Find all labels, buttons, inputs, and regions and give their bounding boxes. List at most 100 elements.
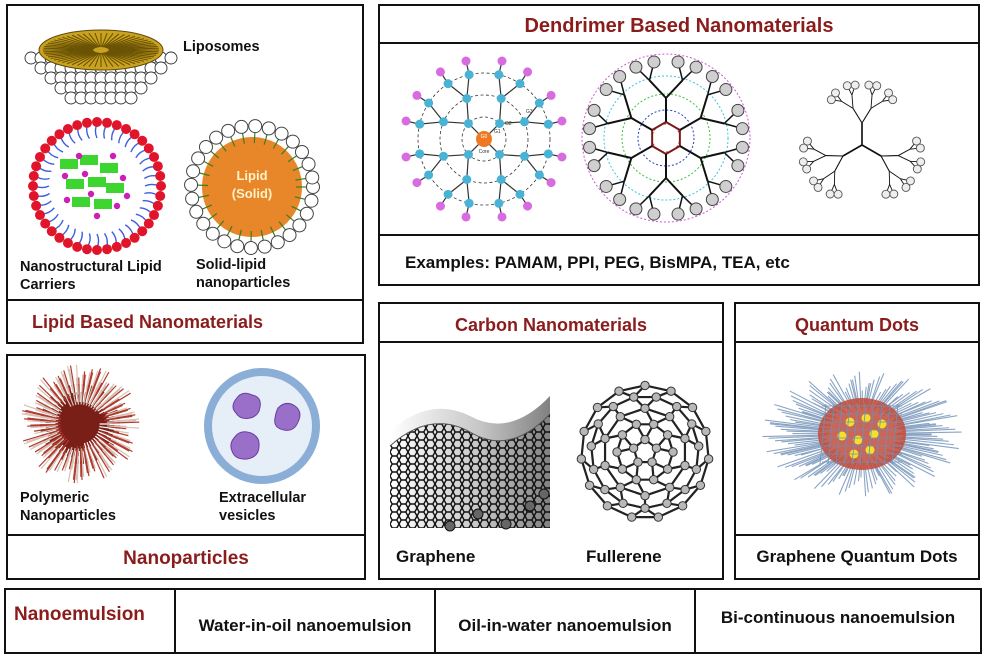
dendrimer-terminal bbox=[523, 67, 533, 77]
polymer-chain bbox=[109, 423, 140, 426]
polymer-chain bbox=[75, 448, 79, 481]
nlc-solid-lipid bbox=[80, 155, 98, 165]
polymer-chain bbox=[105, 442, 128, 460]
polymer-chain bbox=[90, 385, 107, 408]
dendrimer-terminal bbox=[647, 55, 661, 69]
polymer-chain bbox=[87, 447, 96, 469]
dendrimer-terminal bbox=[872, 81, 882, 91]
qd-ligand bbox=[762, 434, 826, 438]
dendrimer-terminal bbox=[629, 202, 643, 216]
liposome-tail bbox=[47, 50, 94, 58]
fullerene-atom bbox=[640, 503, 650, 513]
polymer-chain bbox=[93, 384, 112, 408]
dendrimer-terminal bbox=[435, 201, 445, 211]
polymer-chain bbox=[85, 444, 94, 469]
dendrimer-bond bbox=[665, 145, 681, 155]
liposome-tail bbox=[71, 52, 98, 66]
polymer-chain bbox=[48, 450, 63, 472]
polymer-chain bbox=[93, 447, 110, 476]
dendrimer-bond bbox=[648, 79, 667, 99]
fullerene-atom bbox=[626, 512, 637, 522]
quantum-dot-illustration bbox=[762, 371, 962, 497]
liposome-tail bbox=[105, 35, 136, 49]
sln-label-line1: Solid-lipid bbox=[196, 257, 267, 273]
fullerene-atom bbox=[628, 443, 639, 453]
sln-head bbox=[191, 151, 206, 166]
dendrimer-bond bbox=[841, 100, 854, 109]
polymer-chain bbox=[107, 405, 127, 414]
polymer-chain bbox=[83, 371, 91, 405]
dendrimer-node bbox=[462, 93, 472, 103]
polymer-chain bbox=[91, 382, 103, 403]
sln-head bbox=[230, 239, 245, 254]
dendrimer-terminal bbox=[599, 179, 613, 193]
sln-head bbox=[304, 193, 319, 208]
sln-head bbox=[301, 157, 316, 172]
fullerene-illustration bbox=[576, 380, 714, 522]
fullerene-atom bbox=[612, 447, 622, 457]
dendrimer-terminal bbox=[647, 207, 661, 221]
polymer-chain bbox=[92, 371, 101, 393]
nlc-head bbox=[46, 135, 57, 146]
qd-ligand bbox=[777, 408, 827, 423]
gen-label-g3: G3 bbox=[526, 109, 533, 115]
polymer-chain bbox=[100, 431, 133, 444]
fullerene-atom bbox=[691, 464, 702, 475]
nlc-head bbox=[62, 123, 73, 134]
liposome-tail bbox=[53, 51, 95, 61]
qd-ligand bbox=[904, 427, 950, 431]
liposome-tail bbox=[108, 49, 159, 53]
fullerene-atom bbox=[576, 454, 587, 464]
qd-ligand bbox=[900, 422, 930, 428]
sln-illustration: Lipid (Solid) bbox=[184, 119, 320, 255]
fullerene-atom bbox=[695, 480, 706, 490]
sln-head bbox=[209, 130, 224, 145]
polymer-chain bbox=[62, 373, 71, 397]
sln-head bbox=[243, 240, 258, 255]
polymer-chain bbox=[73, 453, 78, 484]
fullerene-atom bbox=[600, 433, 610, 444]
dendrimer-node bbox=[415, 119, 425, 129]
liposome-tail bbox=[47, 42, 94, 50]
polymer-chain bbox=[110, 407, 131, 416]
dendrimer-shell-diagram bbox=[581, 53, 751, 223]
polymer-chain bbox=[82, 445, 88, 474]
polymer-chain bbox=[38, 381, 58, 402]
polymer-chain bbox=[109, 417, 136, 422]
polymer-chain bbox=[76, 455, 80, 484]
qd-ligand bbox=[870, 373, 885, 404]
qd-ligand bbox=[897, 450, 926, 461]
fullerene-atom bbox=[608, 401, 618, 412]
liposome-tail bbox=[101, 52, 108, 68]
dendrimer-bond bbox=[607, 151, 632, 159]
polymer-chain bbox=[93, 383, 110, 405]
qd-ligand bbox=[827, 462, 846, 485]
nlc-head bbox=[149, 151, 160, 162]
polymer-chain bbox=[95, 387, 119, 410]
nlc-head bbox=[62, 238, 73, 249]
polymer-chain bbox=[102, 390, 130, 410]
liposome-bead bbox=[154, 61, 168, 75]
graphene-atom bbox=[472, 508, 484, 520]
nlc-head bbox=[129, 232, 140, 243]
nlc-head bbox=[40, 143, 51, 154]
polymer-chain bbox=[102, 446, 114, 457]
graphene-label: Graphene bbox=[396, 547, 476, 566]
fullerene-atom bbox=[584, 480, 595, 490]
polymer-chain bbox=[43, 438, 65, 458]
sln-head bbox=[198, 139, 213, 154]
dendrimer-node bbox=[463, 150, 473, 160]
polymer-chain bbox=[99, 433, 133, 452]
oil-in-water-label: Oil-in-water nanoemulsion bbox=[458, 616, 672, 635]
sln-head bbox=[294, 145, 309, 160]
dendrimer-terminal bbox=[671, 55, 685, 69]
sln-inner-line2: (Solid) bbox=[232, 186, 272, 201]
polymer-chain bbox=[49, 388, 59, 398]
nanoemulsion-sep-1 bbox=[174, 590, 176, 652]
polymer-chain bbox=[75, 364, 79, 395]
polymer-chain bbox=[36, 436, 63, 455]
dendrimer-node bbox=[515, 189, 525, 199]
qd-ligand bbox=[878, 383, 898, 406]
dendrimer-node bbox=[534, 98, 544, 108]
dendrimer-bond bbox=[607, 117, 632, 125]
